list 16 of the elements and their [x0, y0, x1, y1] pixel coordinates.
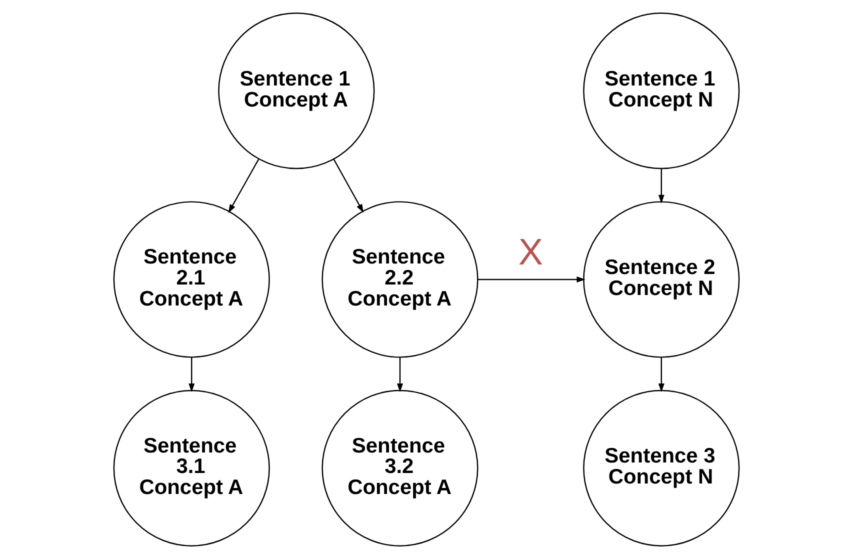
- arrow: [333, 159, 364, 213]
- node-circle: Sentence 2.1 Concept A: [113, 201, 270, 358]
- arrow: [228, 159, 260, 214]
- node-circle: Sentence 1 Concept A: [218, 12, 375, 170]
- node-circle: Sentence 2 Concept N: [583, 201, 740, 358]
- arrow: [396, 358, 404, 392]
- arrow: [188, 358, 195, 392]
- node-circle: Sentence 3 Concept N: [583, 390, 740, 546]
- arrow: [658, 358, 664, 392]
- arrow: [658, 168, 664, 204]
- node-circle: Sentence 3.2 Concept A: [322, 390, 478, 546]
- node-circle: Sentence 2.2 Concept A: [322, 201, 478, 358]
- arrow: [478, 276, 586, 283]
- node-circle: Sentence 1 Concept N: [583, 12, 740, 170]
- node-circle: Sentence 3.1 Concept A: [113, 390, 270, 546]
- edge-label: X: [518, 232, 544, 273]
